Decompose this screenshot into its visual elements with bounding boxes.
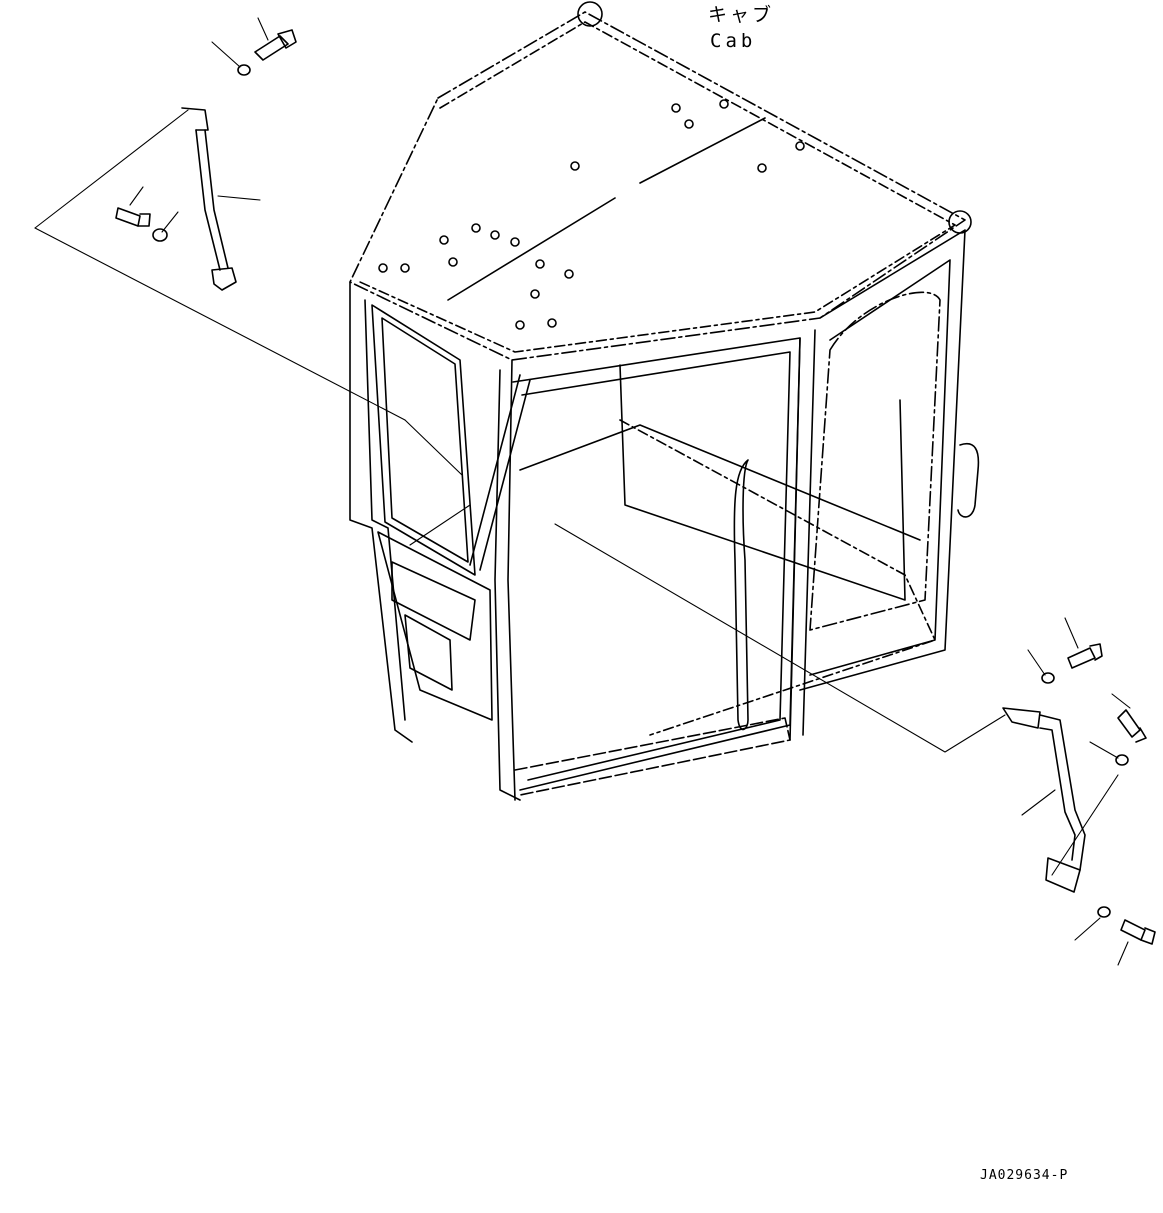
leader-bolt-r3 [1118, 942, 1128, 965]
lower-left-slot [405, 615, 452, 690]
cab-roof [350, 2, 971, 360]
cab-door-opening [513, 330, 815, 795]
inner-back-wall [620, 365, 905, 600]
leader-left-bracket-top [35, 110, 188, 228]
right-window [810, 292, 940, 630]
front-window-left [372, 305, 475, 575]
cab-front-frame [350, 282, 530, 800]
leader-stay-left [218, 196, 260, 200]
bolt-right-lower [1121, 920, 1155, 944]
door-right-pillar [790, 330, 815, 740]
door-frame-inner [522, 352, 790, 780]
roof-inner-edge [360, 22, 955, 352]
leader-washer-tl [212, 42, 240, 67]
right-side-frame [800, 230, 965, 690]
drawing-code: JA029634-P [980, 1168, 1069, 1183]
washer-mid-left [153, 229, 167, 241]
inner-crossbar [520, 425, 920, 540]
door-frame [513, 338, 800, 790]
leader-left-bracket-bottom [35, 228, 405, 420]
cab-label-japanese: キャブ [708, 4, 775, 26]
front-window-left-inner [382, 318, 468, 562]
front-left-pillar-inner [365, 300, 405, 720]
leader-left-to-cab [405, 420, 462, 475]
right-side-frame-inner [810, 260, 950, 675]
roof-rib-2 [640, 118, 765, 183]
rear-floor [620, 420, 935, 735]
stay-right [1003, 708, 1085, 892]
leader-lines [35, 18, 1130, 965]
leader-right-bracket [555, 524, 1005, 752]
leader-stay-right [1022, 790, 1055, 815]
front-center-pillar-2 [508, 360, 515, 800]
door-handle-rail [734, 460, 748, 729]
cab-label-english: Cab [710, 30, 757, 52]
lower-left-step [392, 562, 475, 640]
leader-right-lower [1052, 775, 1118, 875]
lower-left-panel [378, 532, 492, 720]
front-center-pillar [495, 370, 520, 800]
front-left-pillar [350, 282, 412, 742]
door-sill [515, 718, 790, 795]
leader-washer-ml [162, 212, 178, 232]
leader-washer-r2 [1090, 742, 1118, 758]
washer-top-left [238, 65, 250, 75]
stay-left [182, 108, 236, 290]
bolt-mid-left [116, 208, 150, 226]
leader-bolt-r1 [1065, 618, 1078, 648]
leader-left-to-window [410, 505, 470, 545]
leader-washer-r1 [1028, 650, 1045, 675]
front-diagonal-brace [470, 375, 530, 570]
washer-right-lower [1098, 907, 1110, 917]
bolt-top-left [255, 30, 296, 60]
washer-right-upper [1042, 673, 1054, 683]
roof-corner-cap-right [949, 211, 971, 233]
leader-bolt-ml [130, 187, 143, 205]
leader-washer-r3 [1075, 918, 1100, 940]
roof-studs [379, 100, 804, 329]
roof-corner-cap [578, 2, 602, 26]
right-stay-assembly [1003, 644, 1155, 944]
left-stay-assembly [116, 30, 296, 290]
bolt-right-middle [1118, 710, 1146, 742]
bolt-right-upper [1068, 644, 1102, 668]
rear-handle [958, 444, 978, 517]
washer-right-middle [1116, 755, 1128, 765]
leader-bolt-r2 [1112, 694, 1130, 708]
roof-rib-1 [448, 198, 615, 300]
cab-rear-side [520, 230, 978, 735]
leader-bolt-tl [258, 18, 268, 40]
